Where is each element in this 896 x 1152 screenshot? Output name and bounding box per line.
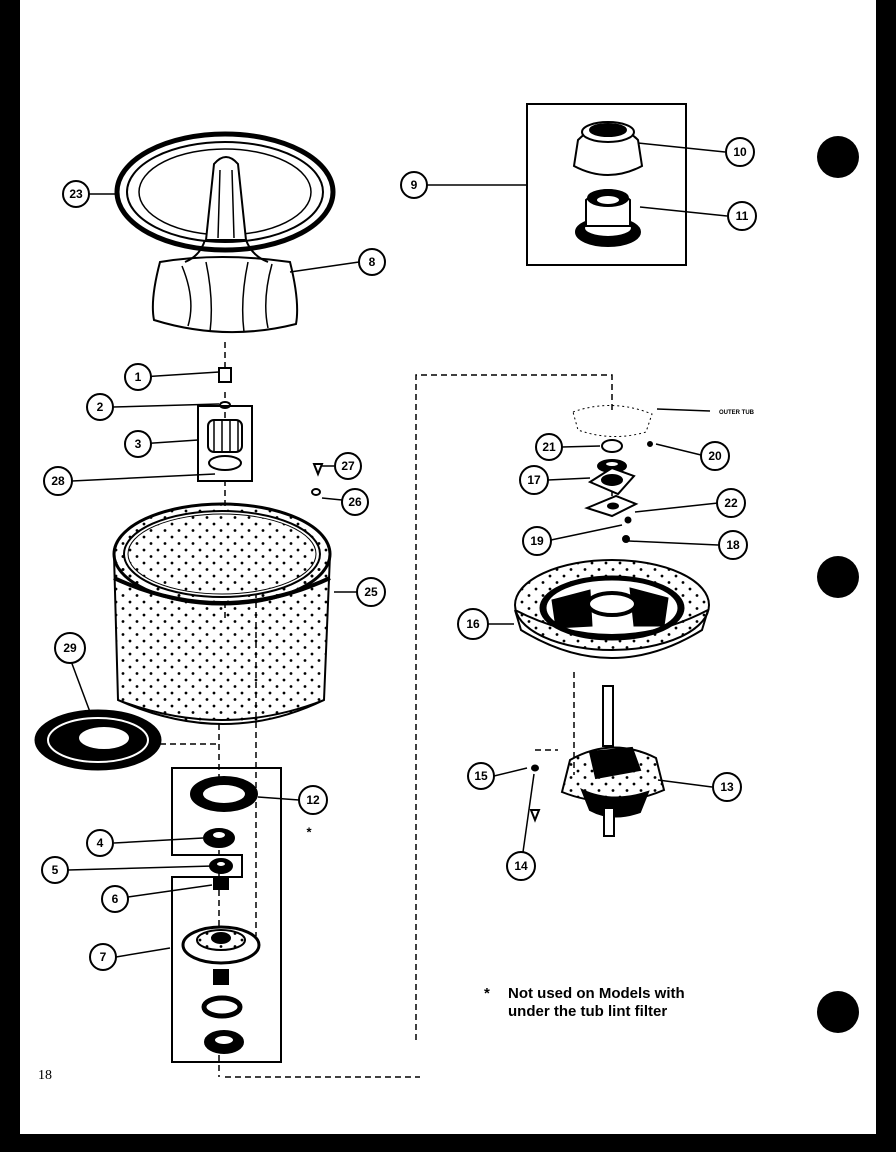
spin-basket <box>112 502 332 725</box>
svg-text:26: 26 <box>348 495 362 509</box>
callout-27: 27 <box>334 452 362 480</box>
svg-text:22: 22 <box>724 496 738 510</box>
svg-text:2: 2 <box>97 400 104 414</box>
callout-21: 21 <box>535 433 563 461</box>
small-parts-26-27 <box>311 463 324 496</box>
callout-6: 6 <box>101 885 129 913</box>
hub-assembly-frame <box>171 767 282 1063</box>
svg-text:13: 13 <box>720 780 734 794</box>
svg-text:9: 9 <box>411 178 418 192</box>
svg-text:23: 23 <box>69 187 83 201</box>
callout-28: 28 <box>43 466 73 496</box>
svg-text:29: 29 <box>63 641 77 655</box>
svg-text:18: 18 <box>726 538 740 552</box>
callout-29: 29 <box>54 632 86 664</box>
callout-23: 23 <box>62 180 90 208</box>
callout-3: 3 <box>124 430 152 458</box>
callout-11: 11 <box>727 201 757 231</box>
callout-20: 20 <box>700 441 730 471</box>
callout-12: 12 <box>298 785 328 815</box>
lint-filter <box>34 709 162 771</box>
transmission <box>529 685 666 837</box>
footnote-line-1: Not used on Models with <box>508 985 685 1002</box>
svg-text:10: 10 <box>733 145 747 159</box>
binder-hole-top <box>817 136 859 178</box>
callout-15: 15 <box>467 762 495 790</box>
callout-5: 5 <box>41 856 69 884</box>
outer-tub-label: OUTER TUB <box>719 410 755 416</box>
binder-hole-bottom <box>817 991 859 1033</box>
callout-14: 14 <box>506 851 536 881</box>
footnote: * Not used on Models with under the tub … <box>484 985 764 1021</box>
outer-tub-outline <box>572 405 653 438</box>
svg-text:11: 11 <box>736 209 749 223</box>
footnote-line-2: under the tub lint filter <box>508 1003 668 1020</box>
svg-text:6: 6 <box>112 892 119 906</box>
callout-7: 7 <box>89 943 117 971</box>
callout-10: 10 <box>725 137 755 167</box>
callout-13: 13 <box>712 772 742 802</box>
callout-19: 19 <box>522 526 552 556</box>
svg-text:28: 28 <box>51 474 65 488</box>
scan-edge-bottom <box>0 1134 896 1152</box>
footnote-asterisk: * <box>484 985 490 1002</box>
svg-text:25: 25 <box>364 585 378 599</box>
svg-text:3: 3 <box>135 437 142 451</box>
drive-pulley <box>514 559 710 659</box>
callout-18: 18 <box>718 530 748 560</box>
svg-text:20: 20 <box>708 449 722 463</box>
agitator-assembly <box>114 131 336 334</box>
callout-25: 25 <box>356 577 386 607</box>
leader-lines <box>67 142 728 958</box>
callout-9: 9 <box>400 171 428 199</box>
svg-text:1: 1 <box>135 370 142 384</box>
svg-text:17: 17 <box>527 473 541 487</box>
svg-text:12: 12 <box>306 793 320 807</box>
callout-16: 16 <box>457 608 489 640</box>
svg-text:27: 27 <box>341 459 355 473</box>
callout-4: 4 <box>86 829 114 857</box>
callout-8: 8 <box>358 248 386 276</box>
callout-1: 1 <box>124 363 152 391</box>
svg-text:7: 7 <box>100 950 107 964</box>
page-number: 18 <box>38 1068 52 1083</box>
svg-text:14: 14 <box>514 859 528 873</box>
hub-parts <box>181 776 261 1054</box>
svg-text:21: 21 <box>542 440 556 454</box>
asterisk-mark: * <box>306 825 312 840</box>
svg-text:19: 19 <box>530 534 544 548</box>
svg-text:16: 16 <box>466 617 480 631</box>
callout-26: 26 <box>341 488 369 516</box>
callout-22: 22 <box>716 488 746 518</box>
inset-box-9 <box>526 103 687 266</box>
callout-2: 2 <box>86 393 114 421</box>
svg-text:5: 5 <box>52 863 59 877</box>
agitator-bolt-and-cam <box>197 367 253 482</box>
svg-text:4: 4 <box>97 836 104 850</box>
seal-parts <box>584 439 653 543</box>
callout-17: 17 <box>519 465 549 495</box>
svg-text:15: 15 <box>474 769 488 783</box>
svg-text:8: 8 <box>369 255 376 269</box>
binder-hole-middle <box>817 556 859 598</box>
